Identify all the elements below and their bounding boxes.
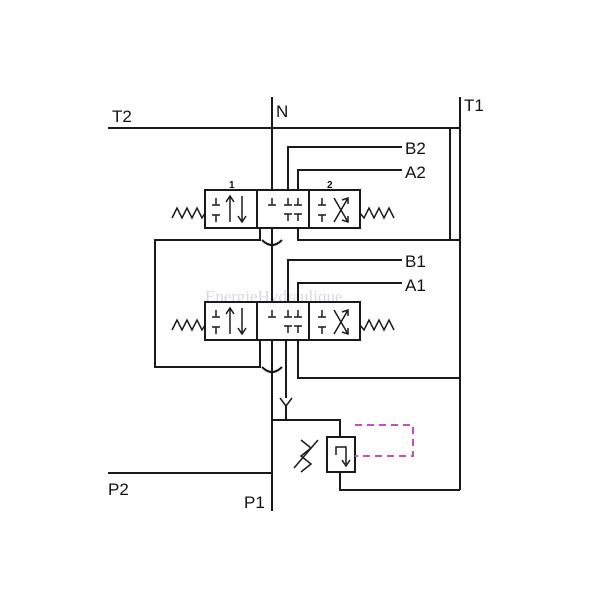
port-label-n: N: [276, 102, 288, 121]
blocked-port-icon: [284, 198, 292, 206]
port-label-t1: T1: [464, 96, 484, 115]
valve-lower: [171, 301, 395, 341]
blocked-port-icon: [318, 326, 326, 334]
blocked-port-icon: [318, 198, 326, 206]
relief-valve-arrowhead: [341, 459, 351, 468]
adjust-arrow-icon: [293, 439, 319, 469]
arrow-up-head: [225, 194, 235, 203]
arrow-down-head: [237, 215, 247, 224]
port-label-p1: P1: [244, 493, 265, 512]
bypass-loop: [154, 228, 261, 368]
valve-upper-body: [204, 189, 361, 229]
arrow-down-head: [237, 327, 247, 336]
port-label-t2: T2: [112, 107, 132, 126]
blocked-port-icon: [212, 198, 220, 206]
blocked-port-icon: [212, 310, 220, 318]
port-label-a2: A2: [405, 163, 426, 182]
pilot-line: [355, 424, 414, 457]
blocked-port-icon: [212, 214, 220, 222]
blocked-port-icon: [284, 310, 292, 318]
blocked-port-icon: [284, 213, 292, 221]
b2-line: [287, 146, 402, 190]
check-valve-icon: [279, 397, 293, 408]
crossover-upper: [261, 239, 283, 246]
relief-inlet-line: [272, 419, 341, 440]
blocked-port-icon: [284, 325, 292, 333]
spring-right-icon: [359, 206, 395, 220]
a1-line: [297, 282, 402, 302]
blocked-port-icon: [318, 214, 326, 222]
blocked-port-icon: [318, 310, 326, 318]
relief-spring-icon: [299, 439, 313, 473]
spring-left-icon: [171, 318, 206, 332]
blocked-port-icon: [268, 198, 276, 206]
blocked-port-icon: [294, 213, 302, 221]
cross-arrow-head: [341, 196, 349, 204]
port-label-p2: P2: [108, 480, 129, 499]
blocked-port-icon: [294, 198, 302, 206]
blocked-port-icon: [294, 325, 302, 333]
cross-arrow-head: [341, 216, 349, 224]
cross-arrow-icon: [333, 197, 349, 223]
position-label-2: 2: [327, 180, 333, 191]
spring-left-icon: [171, 206, 206, 220]
b1-line: [287, 259, 402, 302]
blocked-port-icon: [294, 310, 302, 318]
port-label-a1: A1: [405, 276, 426, 295]
port-label-b2: B2: [405, 139, 426, 158]
arrow-up-head: [225, 306, 235, 315]
cross-arrow-head: [341, 328, 349, 336]
cross-arrow-head: [341, 308, 349, 316]
blocked-port-icon: [212, 326, 220, 334]
port-label-b1: B1: [405, 252, 426, 271]
relief-outlet-line: [339, 470, 460, 491]
relief-valve-arrow: [335, 446, 347, 464]
relief-valve-body: [326, 436, 356, 473]
valve-lower-body: [204, 301, 361, 341]
cross-arrow-icon: [333, 309, 349, 335]
crossover-lower: [261, 366, 283, 373]
a2-line: [297, 169, 402, 190]
lower-tank-line: [297, 340, 460, 379]
spring-right-icon: [359, 318, 395, 332]
position-label-1: 1: [229, 180, 235, 191]
blocked-port-icon: [268, 310, 276, 318]
valve-upper: 1 2: [171, 180, 395, 229]
upper-tank-line: [297, 228, 460, 241]
